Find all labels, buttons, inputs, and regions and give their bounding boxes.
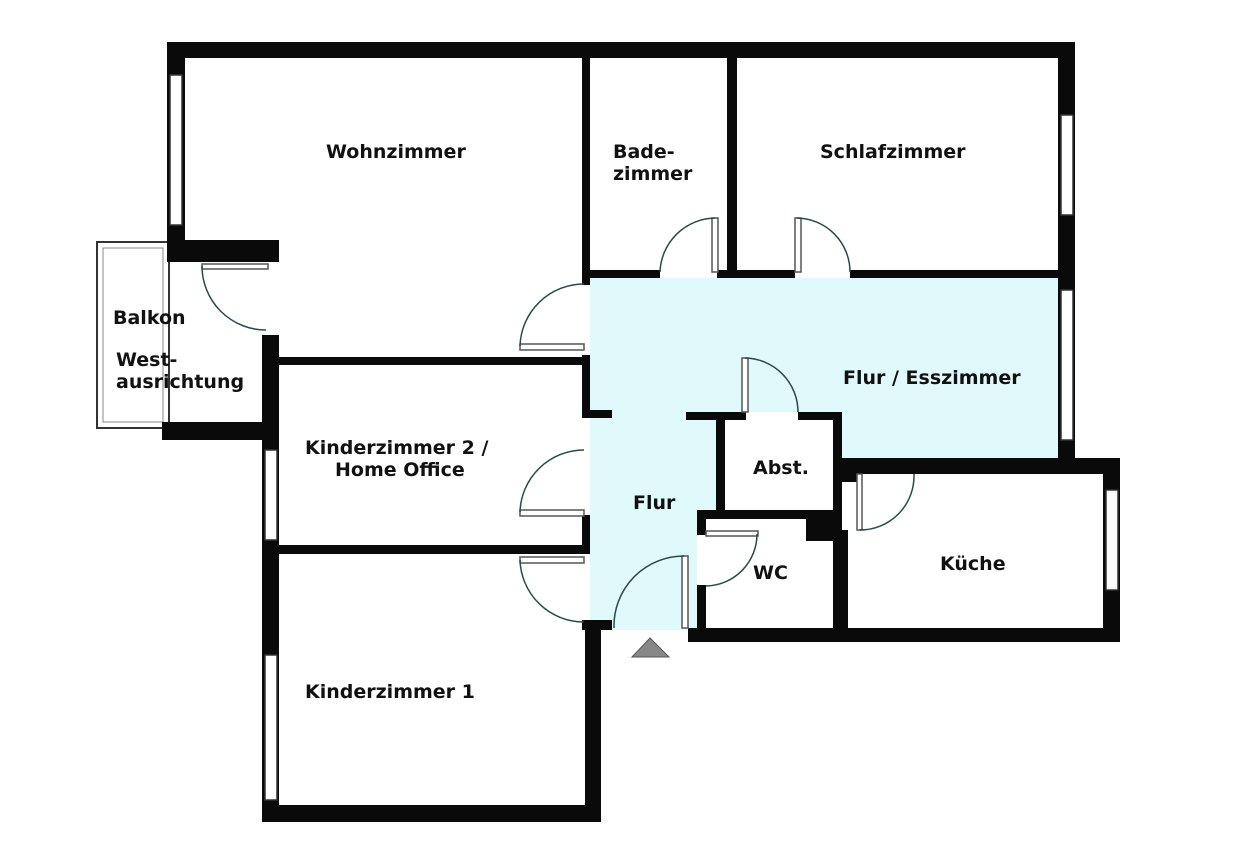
doors bbox=[201, 217, 915, 629]
label-kinderzimmer-2-line2: Home Office bbox=[335, 459, 465, 481]
windows bbox=[169, 74, 1119, 801]
label-badezimmer-2: zimmer bbox=[613, 163, 693, 185]
label-kinderzimmer-1: Kinderzimmer 1 bbox=[305, 681, 475, 703]
label-flur-esszimmer: Flur / Esszimmer bbox=[843, 367, 1021, 389]
room-labels: Wohnzimmer Bade- zimmer Schlafzimmer Bal… bbox=[113, 141, 1021, 703]
label-kinderzimmer-2-line1: Kinderzimmer 2 / bbox=[305, 437, 488, 459]
label-balkon: Balkon bbox=[113, 307, 186, 329]
label-schlafzimmer: Schlafzimmer bbox=[820, 141, 966, 163]
hallway-area bbox=[590, 278, 1058, 630]
label-badezimmer-1: Bade- bbox=[613, 141, 675, 163]
label-abst: Abst. bbox=[753, 457, 809, 479]
balcony-outline bbox=[96, 241, 170, 429]
label-wc: WC bbox=[753, 562, 788, 584]
label-kueche: Küche bbox=[940, 553, 1006, 575]
label-west-1: West- bbox=[116, 349, 177, 371]
label-flur: Flur bbox=[633, 492, 676, 514]
label-wohnzimmer: Wohnzimmer bbox=[326, 141, 466, 163]
entrance-marker-icon bbox=[630, 637, 671, 658]
label-west-2: ausrichtung bbox=[116, 371, 244, 393]
